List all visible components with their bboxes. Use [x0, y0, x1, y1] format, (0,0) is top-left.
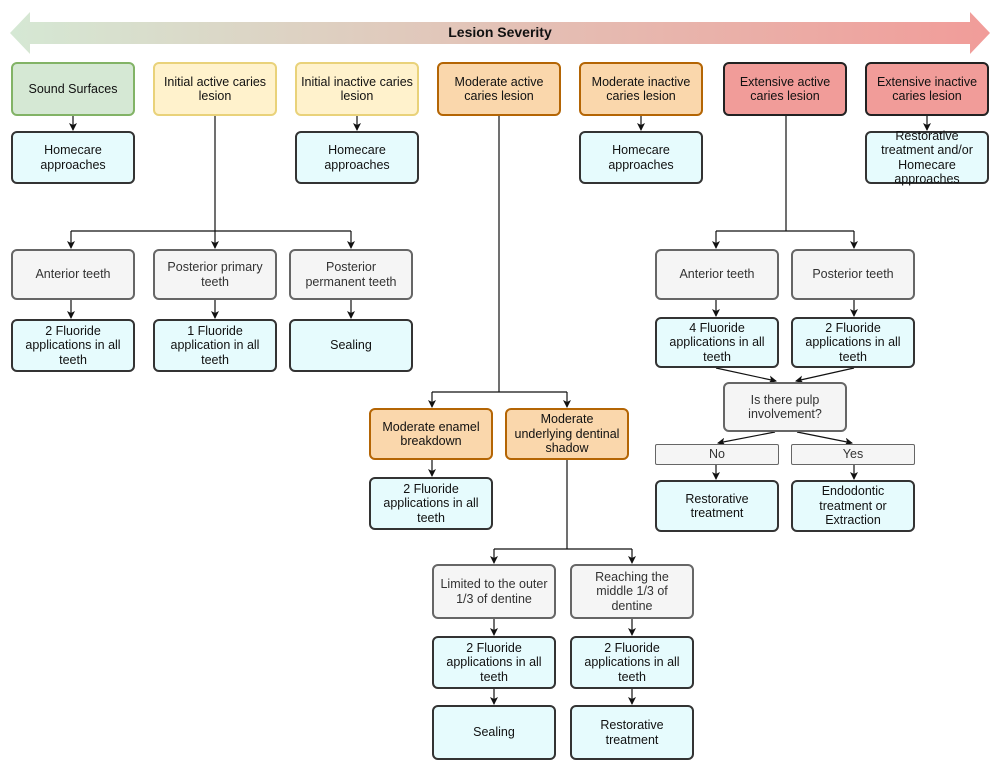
- edge-fluoride4-to-pulp: [715, 367, 777, 384]
- node-initial-inactive: Initial inactive caries lesion: [295, 62, 419, 116]
- node-posterior-teeth-extensive: Posterior teeth: [791, 249, 915, 300]
- node-extensive-inactive: Extensive inactive caries lesion: [865, 62, 989, 116]
- node-restorative-no: Restorative treatment: [655, 480, 779, 532]
- node-initial-active: Initial active caries lesion: [153, 62, 277, 116]
- node-fluoride2-enamel: 2 Fluoride applications in all teeth: [369, 477, 493, 530]
- node-restorative-or-homecare: Restorative treatment and/or Homecare ap…: [865, 129, 989, 186]
- node-fluoride2-anterior: 2 Fluoride applications in all teeth: [11, 319, 135, 372]
- node-sound-surfaces: Sound Surfaces: [11, 62, 135, 116]
- node-fluoride2-extensive: 2 Fluoride applications in all teeth: [791, 317, 915, 368]
- edge-pulp-to-no: [717, 431, 776, 446]
- node-extensive-active: Extensive active caries lesion: [723, 62, 847, 116]
- node-fluoride1-primary: 1 Fluoride application in all teeth: [153, 319, 277, 372]
- node-posterior-primary: Posterior primary teeth: [153, 249, 277, 300]
- label-yes: Yes: [791, 444, 915, 465]
- node-sealing-outer: Sealing: [432, 705, 556, 760]
- node-pulp-question: Is there pulp involvement?: [723, 382, 847, 432]
- node-restorative-middle: Restorative treatment: [570, 705, 694, 760]
- node-moderate-active: Moderate active caries lesion: [437, 62, 561, 116]
- node-endodontic-yes: Endodontic treatment or Extraction: [791, 480, 915, 532]
- edge-pulp-to-yes: [796, 431, 853, 446]
- label-no: No: [655, 444, 779, 465]
- node-sealing-permanent: Sealing: [289, 319, 413, 372]
- node-fluoride2-outer: 2 Fluoride applications in all teeth: [432, 636, 556, 689]
- node-enamel-breakdown: Moderate enamel breakdown: [369, 408, 493, 460]
- node-homecare-initial-inactive: Homecare approaches: [295, 131, 419, 184]
- node-anterior-teeth-extensive: Anterior teeth: [655, 249, 779, 300]
- node-moderate-inactive: Moderate inactive caries lesion: [579, 62, 703, 116]
- lesion-severity-title: Lesion Severity: [448, 24, 552, 40]
- node-fluoride4-extensive: 4 Fluoride applications in all teeth: [655, 317, 779, 368]
- node-dentinal-shadow: Moderate underlying dentinal shadow: [505, 408, 629, 460]
- node-fluoride2-middle: 2 Fluoride applications in all teeth: [570, 636, 694, 689]
- node-homecare-sound: Homecare approaches: [11, 131, 135, 184]
- node-middle-third: Reaching the middle 1/3 of dentine: [570, 564, 694, 619]
- edge-fluoride2-to-pulp: [795, 367, 855, 384]
- node-posterior-permanent: Posterior permanent teeth: [289, 249, 413, 300]
- node-anterior-teeth-initial: Anterior teeth: [11, 249, 135, 300]
- node-homecare-moderate-inactive: Homecare approaches: [579, 131, 703, 184]
- node-outer-third: Limited to the outer 1/3 of dentine: [432, 564, 556, 619]
